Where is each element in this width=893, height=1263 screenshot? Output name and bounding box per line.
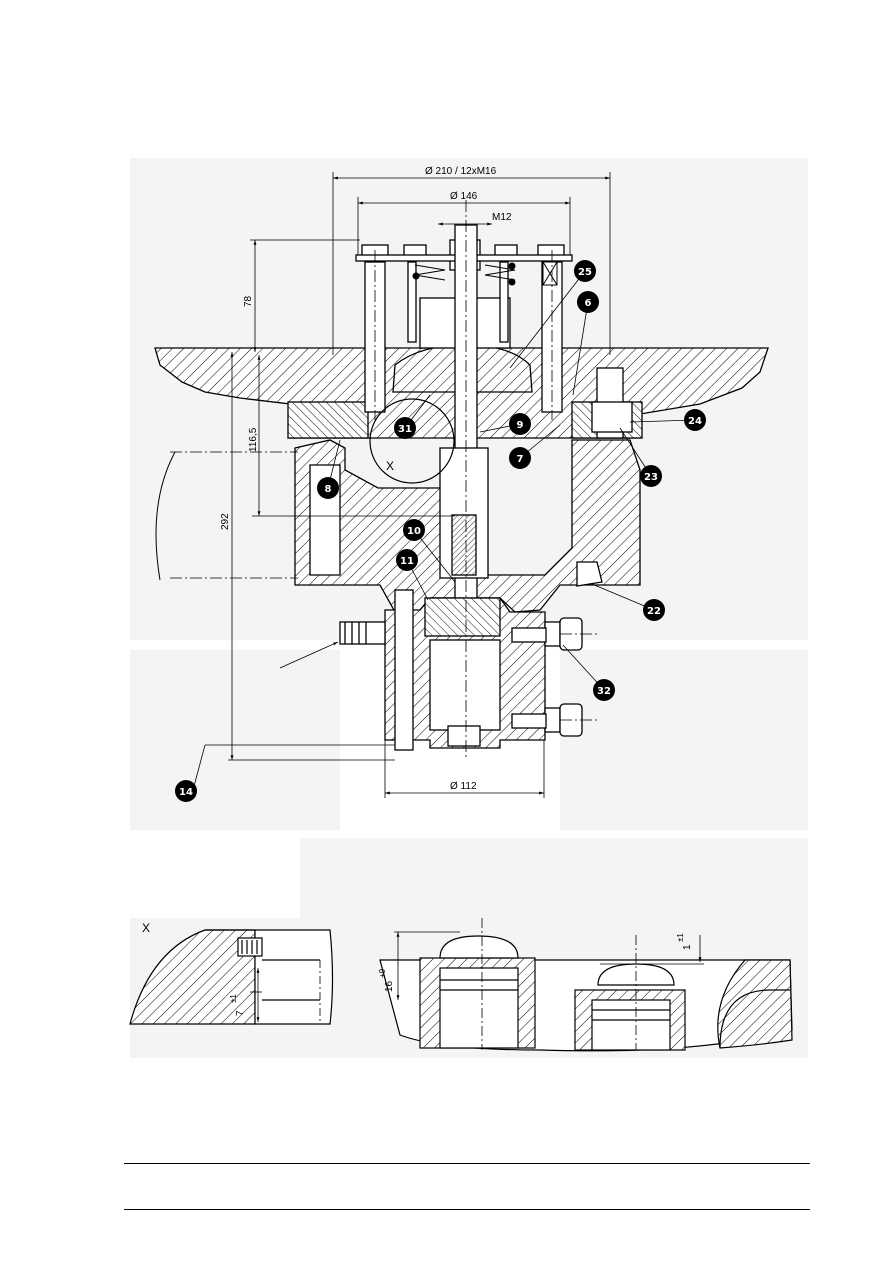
dimension-lines (192, 172, 611, 798)
nut-24 (591, 401, 633, 433)
callout-14: 14 (175, 780, 197, 802)
detail-circle-label: X (386, 459, 394, 473)
svg-text:7: 7 (235, 1010, 246, 1016)
callout-11: 11 (396, 549, 418, 571)
springs (412, 262, 516, 286)
svg-text:23: 23 (644, 472, 658, 483)
callout-7: 7 (509, 447, 531, 469)
flange-ring-left (287, 401, 369, 439)
svg-text:14: 14 (179, 787, 193, 798)
detail-view-x-label: X (142, 921, 150, 935)
svg-text:8: 8 (325, 484, 332, 495)
svg-text:6: 6 (585, 298, 592, 309)
callout-8: 8 (317, 477, 339, 499)
svg-text:9: 9 (517, 420, 524, 431)
detail-x-dim: 7 ±1 (229, 994, 246, 1016)
svg-text:1: 1 (682, 944, 693, 950)
nut-22 (576, 561, 603, 587)
callout-24: 24 (684, 409, 706, 431)
svg-text:±1: ±1 (676, 933, 685, 942)
spindle-inner (451, 514, 477, 576)
svg-text:32: 32 (597, 686, 611, 697)
callouts: 25 6 24 31 9 7 23 8 10 11 22 32 14 (175, 260, 706, 802)
svg-text:24: 24 (688, 416, 702, 427)
svg-text:16: 16 (384, 980, 395, 992)
dim-inner-circle: Ø 146 (450, 191, 478, 202)
footer-rule-bottom (124, 1209, 810, 1210)
dim-bottom-dia: Ø 112 (450, 781, 477, 792)
svg-text:+9: +9 (378, 968, 387, 978)
callout-9: 9 (509, 413, 531, 435)
callout-10: 10 (403, 519, 425, 541)
callout-6: 6 (577, 291, 599, 313)
svg-text:10: 10 (407, 526, 421, 537)
callout-23: 23 (640, 465, 662, 487)
detail-view-x (129, 929, 334, 1025)
callout-25: 25 (574, 260, 596, 282)
seal-pack (424, 597, 501, 637)
svg-text:25: 25 (578, 267, 592, 278)
svg-text:7: 7 (517, 454, 524, 465)
dim-height-116: 116,5 (248, 427, 259, 452)
dim-thread: M12 (492, 212, 512, 223)
svg-text:31: 31 (398, 424, 412, 435)
svg-text:±1: ±1 (229, 994, 238, 1003)
dim-height-78: 78 (243, 295, 254, 307)
main-section-view (154, 224, 769, 751)
callout-31: 31 (394, 417, 416, 439)
footer-rule-top (124, 1163, 810, 1164)
x-cross-box (542, 261, 558, 286)
side-bolt (394, 589, 414, 751)
detail-view-right (379, 918, 793, 1052)
detail-circle (369, 398, 455, 484)
centre-lines (170, 200, 600, 760)
pipe-break (155, 451, 176, 581)
svg-text:22: 22 (647, 606, 661, 617)
callout-32: 32 (593, 679, 615, 701)
dim-height-292: 292 (220, 513, 231, 530)
lower-bore (429, 639, 501, 731)
callout-22: 22 (643, 599, 665, 621)
left-valve (339, 621, 386, 645)
detail-right-dims: 16 +9 1 ±1 (378, 933, 693, 992)
svg-text:11: 11 (400, 556, 414, 567)
bottom-plug (447, 725, 481, 747)
dim-bolt-circle: Ø 210 / 12xM16 (425, 166, 497, 177)
